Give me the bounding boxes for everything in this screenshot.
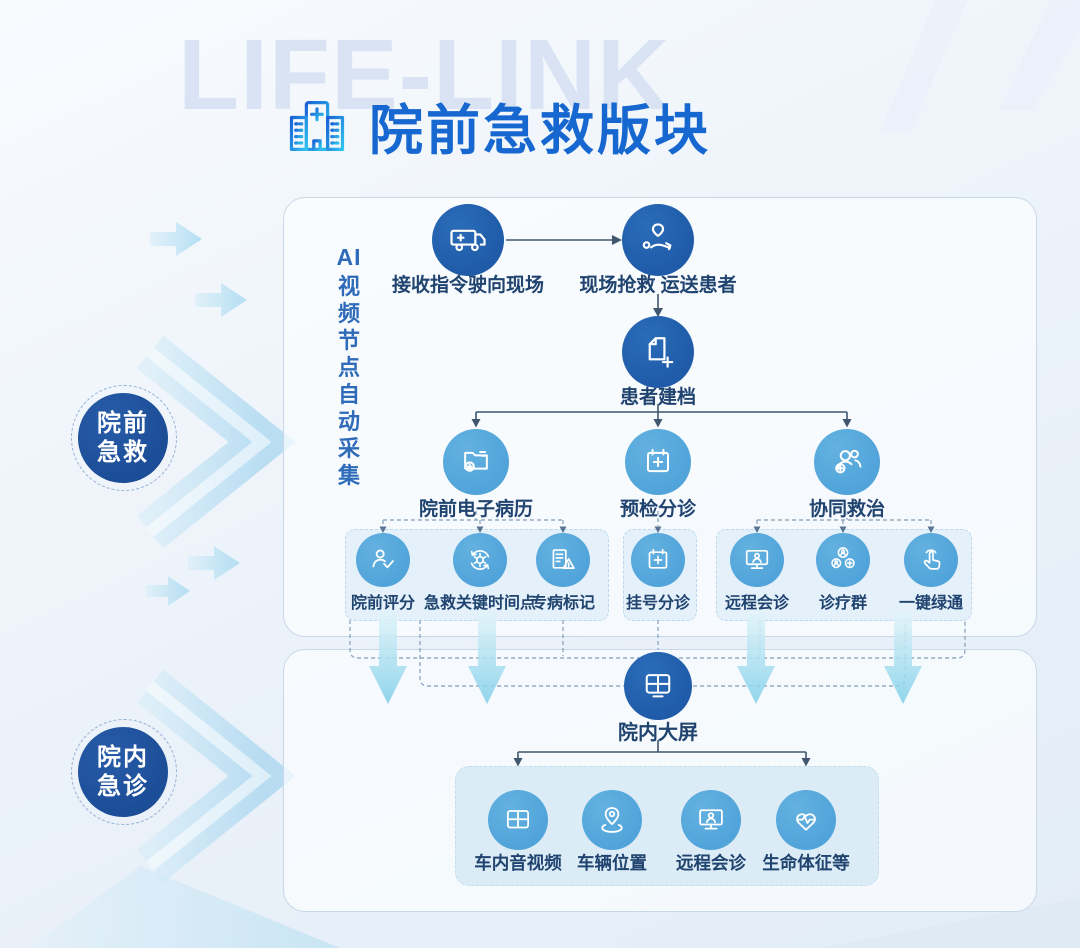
label-emr: 院前电子病历 [418, 499, 534, 520]
ai-note-char: 采 [337, 436, 360, 461]
document-plus-icon [648, 337, 674, 368]
small-arrow-icons [146, 222, 247, 606]
node-key-timepoints [453, 533, 507, 587]
corner-wedge [30, 866, 340, 948]
node-vital-signs [776, 790, 836, 850]
heart-pulse-icon [796, 813, 816, 831]
page-title-block: 院前急救版块 [283, 86, 711, 165]
streak-shape [880, 0, 968, 132]
gear-refresh-icon [470, 550, 490, 570]
badge-text: 院内 [97, 744, 149, 771]
ambulance-icon [450, 229, 486, 252]
clipboard-plus-icon [648, 548, 668, 569]
person-check-icon [372, 549, 394, 569]
ai-video-note: AI 视 频 节 点 自 动 采 集 [330, 244, 368, 487]
tap-finger-icon [923, 549, 941, 570]
node-pretriage [625, 429, 691, 495]
label-remote-consult: 远程会诊 [724, 595, 790, 612]
badge-inhospital: 院内 急诊 [78, 727, 168, 817]
badge-text: 院前 [97, 410, 149, 437]
label-key-timepoints: 急救关键时间点 [423, 595, 537, 612]
node-remote-consult [730, 533, 784, 587]
ai-note-char: 视 [337, 274, 360, 299]
label-vital-signs: 生命体征等 [762, 853, 850, 873]
badge-chevron-inner-icon [146, 347, 272, 537]
label-prehospital-score: 院前评分 [350, 595, 416, 612]
document-warning-icon [552, 549, 575, 569]
group-chat-icon [831, 547, 855, 569]
node-prehospital-score [356, 533, 410, 587]
page-title: 院前急救版块 [369, 101, 711, 161]
node-patient-file [622, 316, 694, 388]
label-patient-file: 患者建档 [619, 387, 697, 408]
badge-prehospital: 院前 急救 [78, 393, 168, 483]
label-care-group: 诊疗群 [818, 595, 868, 612]
node-green-channel [904, 533, 958, 587]
badge-chevron-inner-icon [146, 681, 272, 871]
ai-note-char: 节 [337, 328, 360, 353]
node-rescue [622, 204, 694, 276]
badge-ring [71, 385, 177, 491]
cpr-rescue-icon [642, 223, 672, 251]
ai-note-char: 点 [337, 355, 360, 380]
hospital-icon [289, 100, 345, 151]
ai-note-char: 动 [337, 409, 360, 434]
node-remote-consult-2 [681, 790, 741, 850]
video-grid-icon [506, 810, 530, 829]
node-disease-tag [536, 533, 590, 587]
label-av-feed: 车内音视频 [474, 853, 562, 873]
node-registration-triage [631, 533, 685, 587]
flow-down-arrow-icons [369, 612, 922, 704]
label-disease-tag: 专病标记 [530, 595, 596, 612]
team-plus-icon [835, 449, 862, 474]
label-registration-triage: 挂号分诊 [625, 595, 691, 612]
node-av-feed [488, 790, 548, 850]
label-remote-consult-2: 远程会诊 [676, 853, 746, 873]
ai-note-char: 频 [337, 301, 360, 326]
clipboard-plus-icon [647, 448, 669, 473]
node-bigscreen [624, 652, 692, 720]
label-pretriage: 预检分诊 [619, 499, 697, 520]
node-dispatch [432, 204, 504, 276]
node-emr [443, 429, 509, 495]
label-vehicle-location: 车辆位置 [577, 853, 647, 873]
badge-ring [71, 719, 177, 825]
label-collab: 协同救治 [808, 499, 886, 520]
badge-text: 急诊 [97, 773, 149, 800]
location-pin-icon [601, 807, 623, 833]
node-collab [814, 429, 880, 495]
monitor-person-icon [699, 809, 723, 830]
folder-plus-icon [464, 451, 488, 472]
node-vehicle-location [582, 790, 642, 850]
ai-note-char: 集 [337, 463, 360, 488]
background-watermark: LIFE-LINK [178, 19, 671, 131]
label-bigscreen: 院内大屏 [618, 722, 698, 744]
label-dispatch: 接收指令驶向现场 [391, 275, 545, 296]
label-green-channel: 一键绿通 [898, 595, 964, 612]
ai-note-char: AI [336, 244, 362, 270]
streak-shape [1000, 0, 1080, 110]
screen-grid-icon [645, 674, 671, 698]
label-rescue: 现场抢救 运送患者 [579, 275, 737, 296]
ai-note-char: 自 [337, 382, 360, 407]
badge-text: 急救 [97, 439, 149, 466]
monitor-person-icon [745, 549, 769, 569]
node-care-group [816, 533, 870, 587]
